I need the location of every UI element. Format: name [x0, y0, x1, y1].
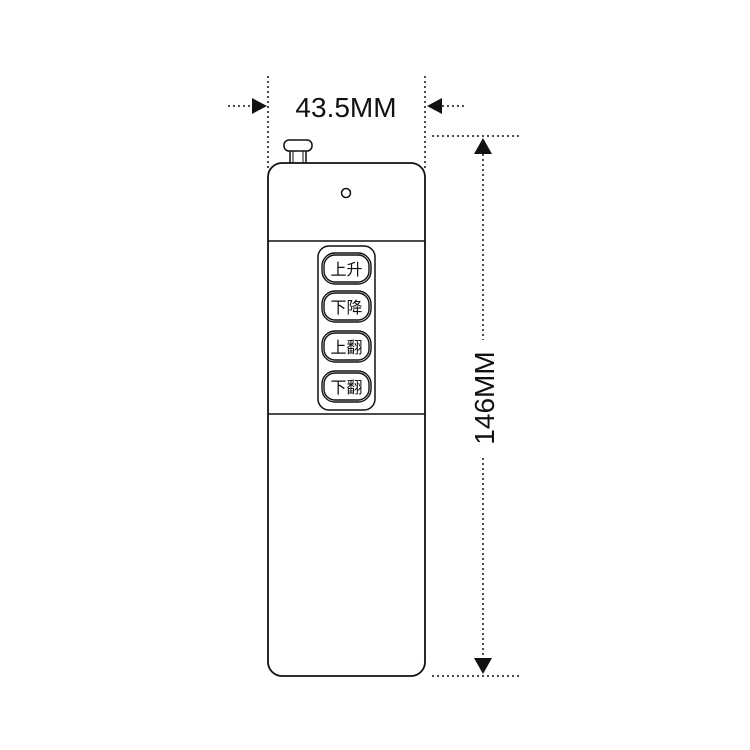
- height-arrow-bottom-head: [474, 658, 492, 674]
- width-arrow-left-head: [252, 98, 267, 114]
- button-panel: [317, 245, 376, 411]
- button-up[interactable]: 上升: [321, 252, 372, 285]
- button-up-label: 上升: [330, 260, 362, 279]
- button-down[interactable]: 下降: [321, 290, 372, 323]
- button-flip-up[interactable]: 上翻: [321, 330, 372, 363]
- height-label: 146MM: [469, 351, 500, 444]
- button-flip-up-label: 上翻: [330, 338, 362, 357]
- button-flip-down-label: 下翻: [330, 378, 362, 397]
- width-label: 43.5MM: [295, 92, 396, 123]
- indicator-led: [340, 187, 352, 199]
- remote-body: [267, 162, 426, 677]
- button-down-label: 下降: [330, 298, 362, 317]
- button-flip-down[interactable]: 下翻: [321, 370, 372, 403]
- antenna-icon: [283, 139, 313, 167]
- width-arrow-right-head: [427, 98, 442, 114]
- height-arrow-top-head: [474, 138, 492, 154]
